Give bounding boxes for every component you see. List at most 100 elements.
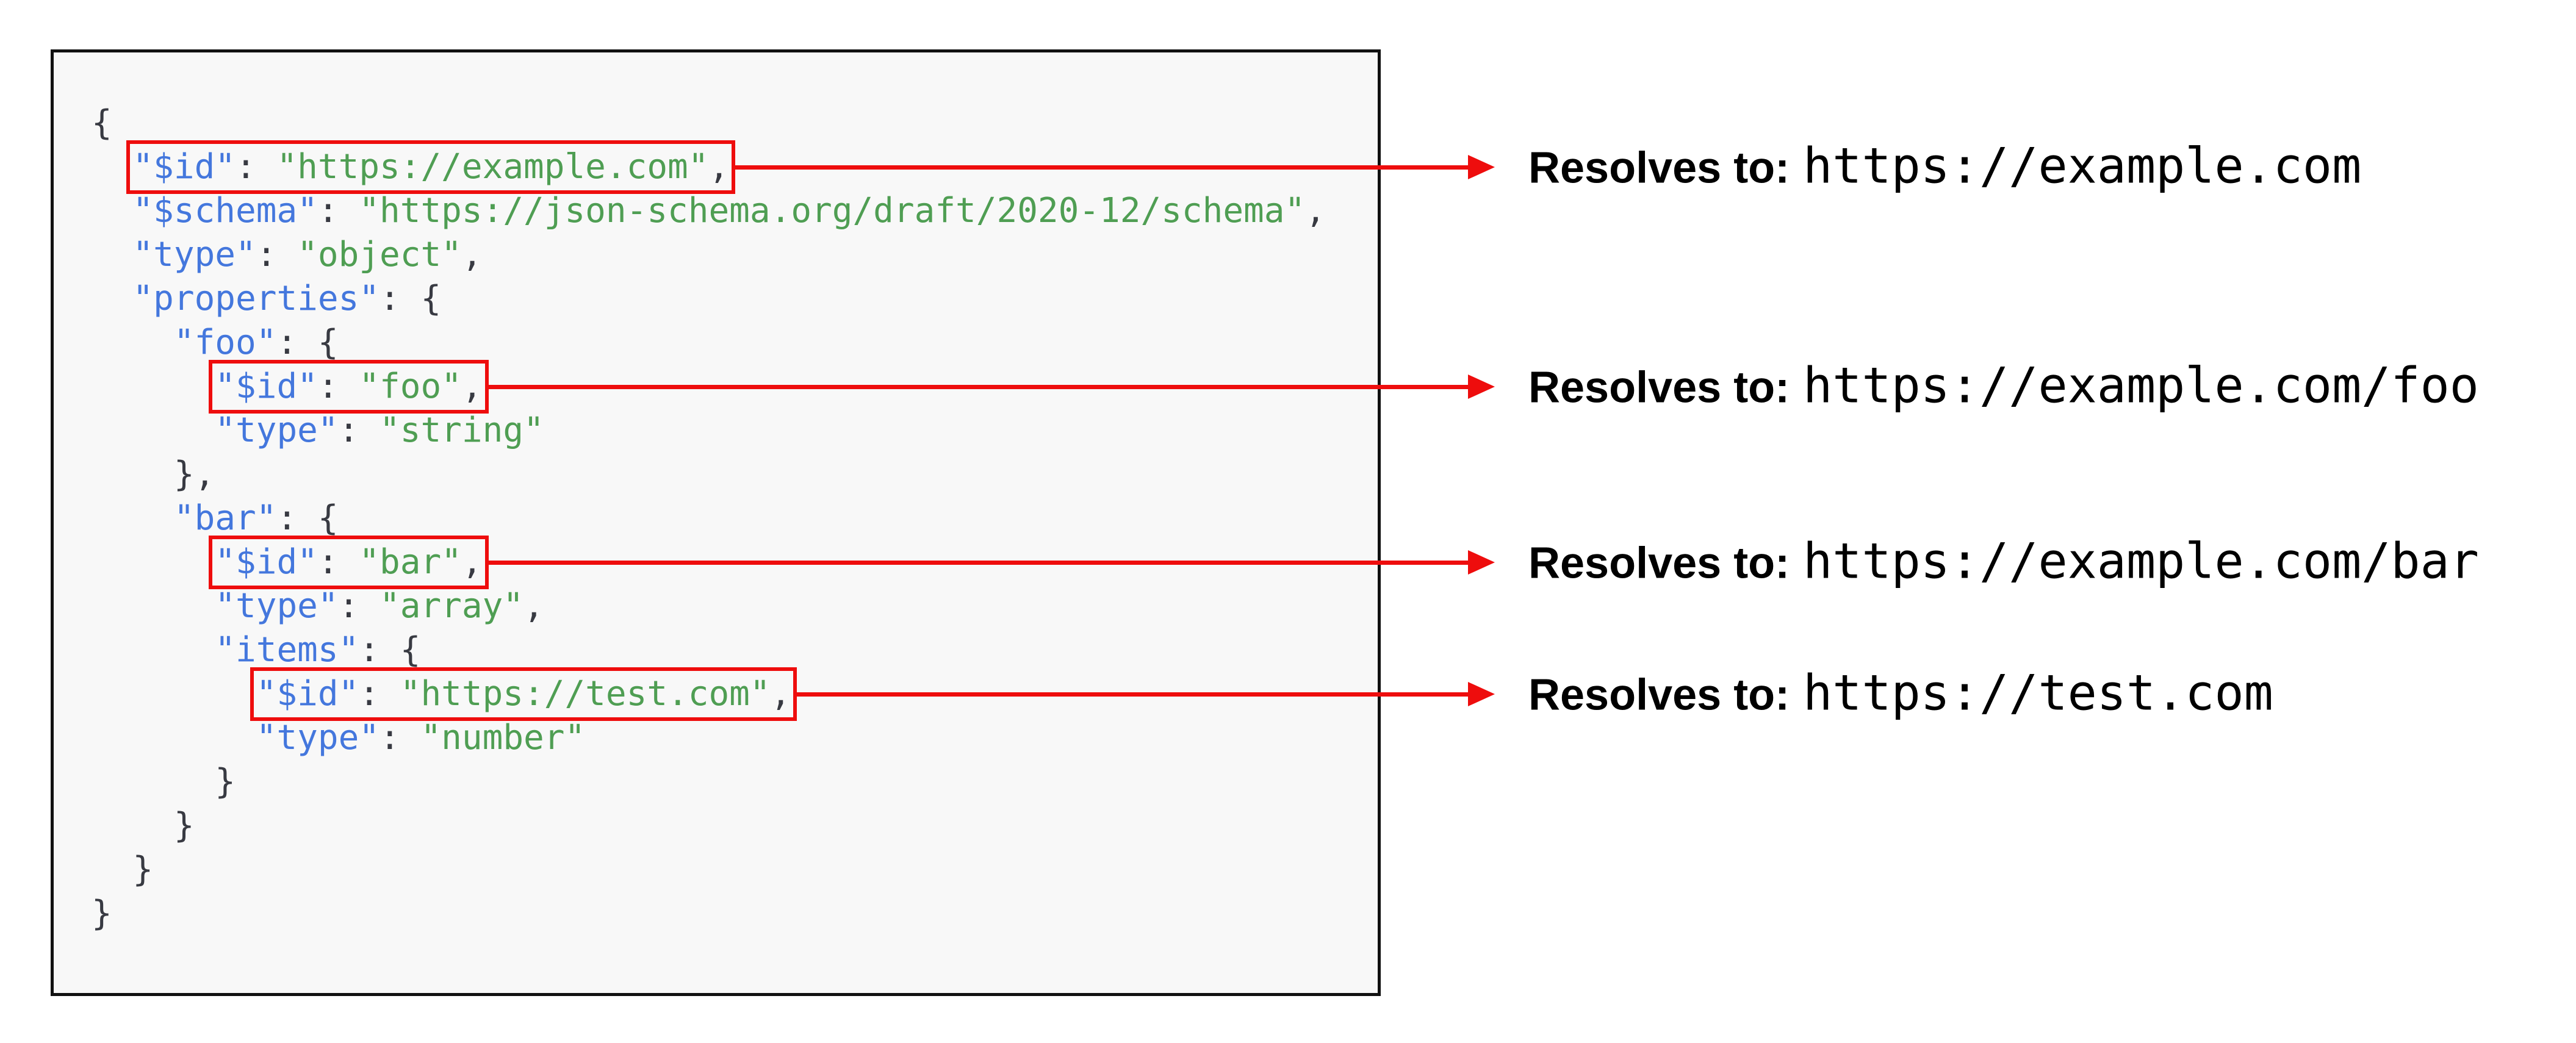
json-punctuation [92, 191, 132, 231]
json-punctuation: : [359, 674, 400, 714]
json-punctuation [92, 410, 215, 450]
json-punctuation: : [338, 410, 380, 450]
json-punctuation: } [92, 762, 236, 801]
id-highlight-box-4 [250, 667, 797, 721]
json-punctuation: : [236, 147, 277, 187]
json-punctuation [92, 235, 132, 274]
json-punctuation: }, [92, 454, 215, 494]
resolved-uri-value: https://example.com [1803, 137, 2362, 195]
code-line-8: "type": "string" [92, 409, 1378, 453]
id-highlight-box-1 [126, 140, 736, 194]
json-punctuation: : [338, 586, 380, 626]
json-punctuation: : [380, 718, 421, 758]
arrow-line-4 [797, 692, 1469, 697]
code-line-10: "bar": { [92, 496, 1378, 540]
json-string: "https://example.com" [276, 147, 709, 187]
resolves-annotation-1: Resolves to: https://example.com [1528, 138, 2361, 195]
resolves-to-label: Resolves to: [1528, 670, 1790, 720]
code-line-15: "type": "number" [92, 716, 1378, 760]
json-schema-code-panel: { "$id": "https://example.com", "$schema… [51, 49, 1381, 996]
json-key: "items" [215, 630, 359, 670]
json-key: "$schema" [132, 191, 318, 231]
resolves-annotation-3: Resolves to: https://example.com/bar [1528, 533, 2479, 590]
json-punctuation [92, 674, 256, 714]
json-punctuation: , [461, 235, 483, 274]
json-punctuation: , [1305, 191, 1326, 231]
json-string: "foo" [359, 367, 462, 406]
json-punctuation: } [92, 894, 112, 933]
json-string: "string" [380, 410, 544, 450]
code-line-17: } [92, 804, 1378, 848]
json-punctuation: , [461, 367, 483, 406]
json-punctuation [92, 586, 215, 626]
arrow-line-2 [488, 384, 1469, 389]
json-punctuation [92, 542, 215, 582]
code-line-3: "$schema": "https://json-schema.org/draf… [92, 189, 1378, 233]
resolves-annotation-4: Resolves to: https://test.com [1528, 665, 2273, 722]
json-key: "type" [256, 718, 380, 758]
json-string: "https://test.com" [400, 674, 771, 714]
json-key: "$id" [215, 542, 318, 582]
json-string: "bar" [359, 542, 462, 582]
json-key: "foo" [173, 323, 277, 362]
code-line-13: "items": { [92, 628, 1378, 672]
json-punctuation: : [317, 367, 359, 406]
resolves-to-label: Resolves to: [1528, 143, 1790, 193]
json-string: "array" [380, 586, 524, 626]
code-line-2: "$id": "https://example.com", [92, 145, 1378, 189]
arrow-line-3 [488, 560, 1469, 565]
json-punctuation: } [92, 850, 154, 889]
resolves-to-label: Resolves to: [1528, 539, 1790, 588]
code-line-5: "properties": { [92, 277, 1378, 321]
code-line-7: "$id": "foo", [92, 365, 1378, 409]
json-key: "properties" [132, 279, 380, 318]
code-line-9: }, [92, 453, 1378, 496]
arrow-head-icon-4 [1468, 682, 1495, 706]
json-punctuation: : [317, 542, 359, 582]
code-block: { "$id": "https://example.com", "$schema… [54, 52, 1378, 936]
resolved-uri-value: https://example.com/foo [1803, 357, 2479, 414]
json-punctuation: : { [276, 323, 339, 362]
code-line-19: } [92, 892, 1378, 936]
resolves-to-label: Resolves to: [1528, 363, 1790, 412]
code-line-11: "$id": "bar", [92, 540, 1378, 584]
resolved-uri-value: https://example.com/bar [1803, 532, 2479, 590]
json-string: "number" [420, 718, 586, 758]
json-punctuation [92, 367, 215, 406]
code-line-14: "$id": "https://test.com", [92, 672, 1378, 716]
json-punctuation: , [461, 542, 483, 582]
code-line-4: "type": "object", [92, 233, 1378, 277]
json-punctuation [92, 630, 215, 670]
json-punctuation [92, 718, 256, 758]
json-punctuation [92, 498, 174, 538]
arrow-head-icon-2 [1468, 375, 1495, 399]
json-punctuation: , [523, 586, 544, 626]
json-string: "https://json-schema.org/draft/2020-12/s… [359, 191, 1306, 231]
arrow-line-1 [735, 165, 1469, 170]
code-line-6: "foo": { [92, 321, 1378, 365]
json-punctuation: : { [380, 279, 442, 318]
json-punctuation: , [770, 674, 791, 714]
json-punctuation: : [317, 191, 359, 231]
json-punctuation: : [256, 235, 298, 274]
arrow-head-icon-3 [1468, 550, 1495, 575]
id-highlight-box-2 [209, 360, 489, 414]
code-line-18: } [92, 848, 1378, 892]
json-key: "type" [132, 235, 256, 274]
resolved-uri-value: https://test.com [1803, 664, 2273, 722]
json-key: "$id" [256, 674, 359, 714]
arrow-head-icon-1 [1468, 155, 1495, 179]
json-punctuation: { [92, 103, 112, 143]
json-punctuation: : { [276, 498, 339, 538]
resolves-annotation-2: Resolves to: https://example.com/foo [1528, 357, 2479, 414]
json-punctuation: , [708, 147, 730, 187]
code-line-16: } [92, 760, 1378, 804]
json-punctuation: : { [359, 630, 421, 670]
code-line-1: { [92, 101, 1378, 145]
json-punctuation [92, 323, 174, 362]
json-key: "type" [215, 586, 339, 626]
json-punctuation: } [92, 806, 195, 845]
json-key: "type" [215, 410, 339, 450]
json-punctuation [92, 279, 132, 318]
